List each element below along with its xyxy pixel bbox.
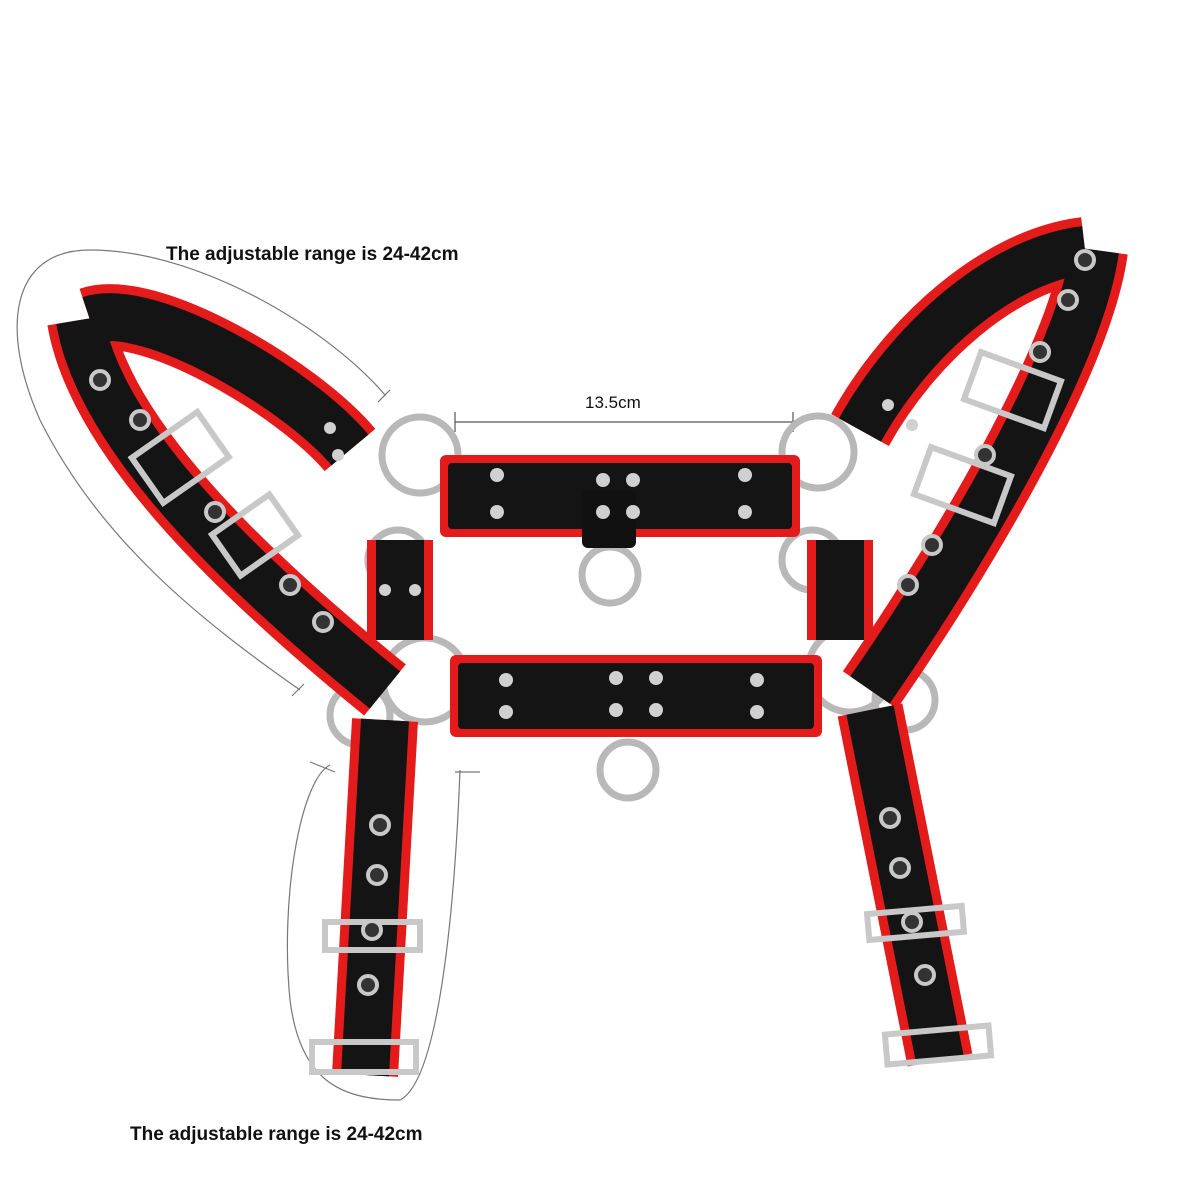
measurement-guides [16,249,794,1101]
top-chest-bar [440,455,800,548]
top-adjustable-range-label: The adjustable range is 24-42cm [166,244,459,265]
top-range-arc [16,249,386,691]
bottom-range-arc [286,764,461,1101]
buckles [127,348,1065,1075]
bottom-chest-bar [450,655,822,737]
eyelets [89,249,1096,996]
center-width-label: 13.5cm [585,393,641,412]
bottom-adjustable-range-label: The adjustable range is 24-42cm [130,1124,423,1145]
rivets [324,399,918,719]
